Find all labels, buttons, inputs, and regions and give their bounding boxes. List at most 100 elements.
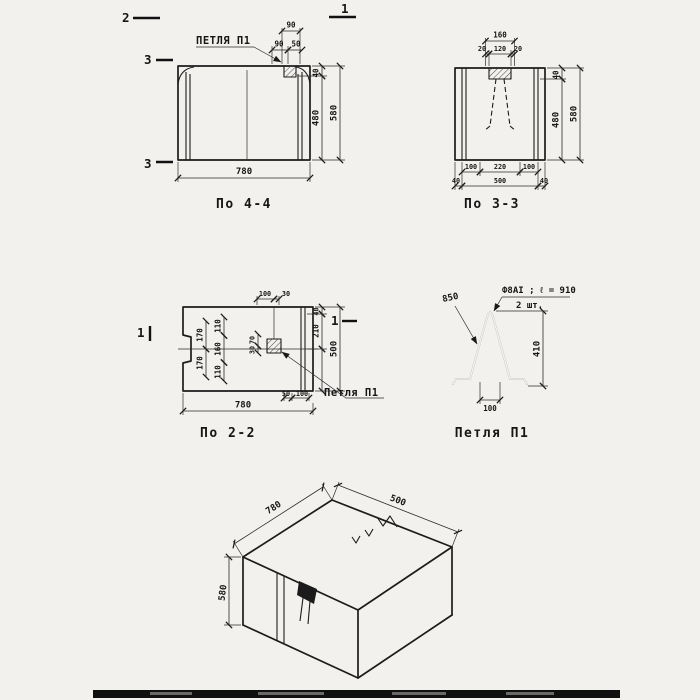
section-mark-1-right: 1 — [331, 313, 357, 328]
view-2-2-bottom-small-dims: 50 100 — [280, 390, 313, 402]
iso-dim-500: 500 — [331, 481, 463, 548]
loop-bend-leader — [454, 305, 478, 345]
view-2-2-loop-pocket — [266, 338, 282, 354]
svg-text:580: 580 — [570, 106, 580, 122]
loop-bend-note: 850 — [442, 292, 460, 305]
view-3-3: 160 20 120 20 40 480 580 — [451, 31, 584, 212]
svg-text:170: 170 — [196, 356, 205, 370]
svg-text:50: 50 — [291, 40, 301, 49]
view-4-4-inner-lines — [177, 66, 311, 160]
iso-dim-580: 580 — [218, 553, 241, 629]
svg-text:3: 3 — [144, 52, 152, 67]
iso-block-edges — [242, 499, 453, 679]
svg-text:40: 40 — [552, 70, 561, 80]
view-3-3-bottom-dims: 100 220 100 40 500 40 — [451, 162, 549, 190]
view-3-3-top-dims: 160 20 120 20 — [478, 31, 522, 66]
svg-text:580: 580 — [218, 584, 230, 601]
view-2-2-right-dims: 40 210 500 — [307, 303, 345, 395]
svg-text:20: 20 — [514, 45, 522, 53]
svg-text:40: 40 — [312, 68, 321, 78]
svg-text:500: 500 — [388, 494, 407, 509]
svg-text:1: 1 — [331, 313, 339, 328]
svg-text:90: 90 — [274, 40, 284, 49]
svg-text:780: 780 — [235, 401, 251, 411]
section-mark-3-bottom: 3 — [144, 156, 173, 171]
svg-text:40: 40 — [452, 177, 460, 185]
svg-text:2: 2 — [122, 10, 130, 25]
loop-label-leader — [253, 46, 282, 63]
svg-text:100: 100 — [483, 404, 497, 413]
view-3-3-right-dims: 40 480 580 — [540, 64, 584, 164]
svg-text:500: 500 — [494, 177, 506, 185]
svg-text:110: 110 — [214, 319, 223, 333]
svg-text:20: 20 — [478, 45, 486, 53]
svg-text:30: 30 — [282, 290, 290, 298]
section-mark-3-top: 3 — [144, 52, 173, 67]
view-4-4-loop-label: ПЕТЛЯ П1 — [196, 35, 251, 47]
loop-detail-title: Петля П1 — [455, 426, 530, 441]
svg-text:170: 170 — [196, 328, 205, 342]
loop-spec: Ф8АI ; ℓ = 910 — [502, 286, 576, 296]
view-2-2: 100 30 170 170 110 160 110 70 30 — [137, 290, 384, 441]
svg-text:500: 500 — [330, 341, 340, 357]
svg-text:40: 40 — [313, 307, 321, 315]
loop-bar-inner — [452, 311, 528, 385]
section-mark-1-left: 1 — [137, 325, 152, 341]
svg-text:410: 410 — [533, 341, 543, 357]
view-2-2-left-dims: 170 170 110 160 110 70 30 — [196, 313, 262, 385]
iso-pocket-dark — [297, 581, 317, 625]
svg-text:90: 90 — [286, 21, 296, 30]
iso-dim-780: 780 — [232, 482, 333, 558]
iso-front-grooves — [276, 573, 285, 644]
isometric-view: 780 500 580 — [218, 481, 463, 679]
section-mark-2: 2 — [122, 10, 160, 25]
svg-text:100: 100 — [465, 163, 477, 171]
svg-text:30: 30 — [249, 346, 257, 354]
view-4-4-title: По 4-4 — [216, 197, 272, 212]
svg-text:40: 40 — [540, 177, 548, 185]
view-3-3-title: По 3-3 — [464, 197, 520, 212]
view-2-2-inner-lines — [178, 307, 318, 391]
cropped-title-block — [93, 690, 620, 698]
svg-text:100: 100 — [523, 163, 535, 171]
loop-detail: 850 Ф8АI ; ℓ = 910 2 шт. 410 100 Петля П… — [442, 286, 576, 441]
view-3-3-loop-pocket — [488, 68, 512, 80]
svg-text:120: 120 — [494, 45, 506, 53]
view-4-4-top-dims: 90 90 50 — [268, 21, 306, 64]
svg-text:70: 70 — [249, 336, 257, 344]
svg-text:480: 480 — [312, 110, 322, 126]
view-4-4-loop-pocket — [283, 66, 297, 78]
loop-width-dim: 100 — [476, 382, 504, 413]
view-4-4-right-dims: 40 480 580 — [298, 62, 345, 164]
loop-qty: 2 шт. — [516, 301, 543, 311]
view-2-2-loop-label: Петля П1 — [324, 387, 379, 399]
svg-text:1: 1 — [137, 325, 145, 340]
svg-text:1: 1 — [341, 1, 349, 16]
svg-text:160: 160 — [214, 342, 223, 356]
view-4-4-body-outline — [177, 65, 311, 161]
svg-text:3: 3 — [144, 156, 152, 171]
svg-text:100: 100 — [259, 290, 271, 298]
svg-text:100: 100 — [296, 390, 308, 398]
view-3-3-inner-lines — [461, 68, 539, 160]
view-3-3-body-outline — [454, 67, 546, 161]
view-2-2-title: По 2-2 — [200, 426, 256, 441]
svg-text:160: 160 — [493, 31, 507, 40]
iso-top-notch-marks — [351, 515, 398, 544]
svg-text:50: 50 — [282, 390, 290, 398]
view-3-3-embedded-loop-dashed — [483, 78, 517, 132]
svg-text:780: 780 — [236, 167, 252, 177]
svg-text:480: 480 — [552, 112, 562, 128]
svg-text:580: 580 — [330, 105, 340, 121]
view-4-4: ПЕТЛЯ П1 90 90 50 2 1 3 — [122, 1, 356, 212]
view-4-4-bottom-dim: 780 — [174, 162, 314, 182]
section-mark-1-top: 1 — [329, 1, 356, 19]
view-2-2-top-dims: 100 30 — [253, 290, 290, 305]
loop-spec-leader — [493, 296, 503, 312]
view-2-2-body-outline — [182, 306, 314, 392]
loop-height-dim: 410 — [496, 307, 548, 390]
svg-text:210: 210 — [312, 324, 321, 338]
svg-text:110: 110 — [214, 365, 223, 379]
view-2-2-bottom-dim: 780 — [179, 393, 317, 415]
svg-text:220: 220 — [494, 163, 506, 171]
